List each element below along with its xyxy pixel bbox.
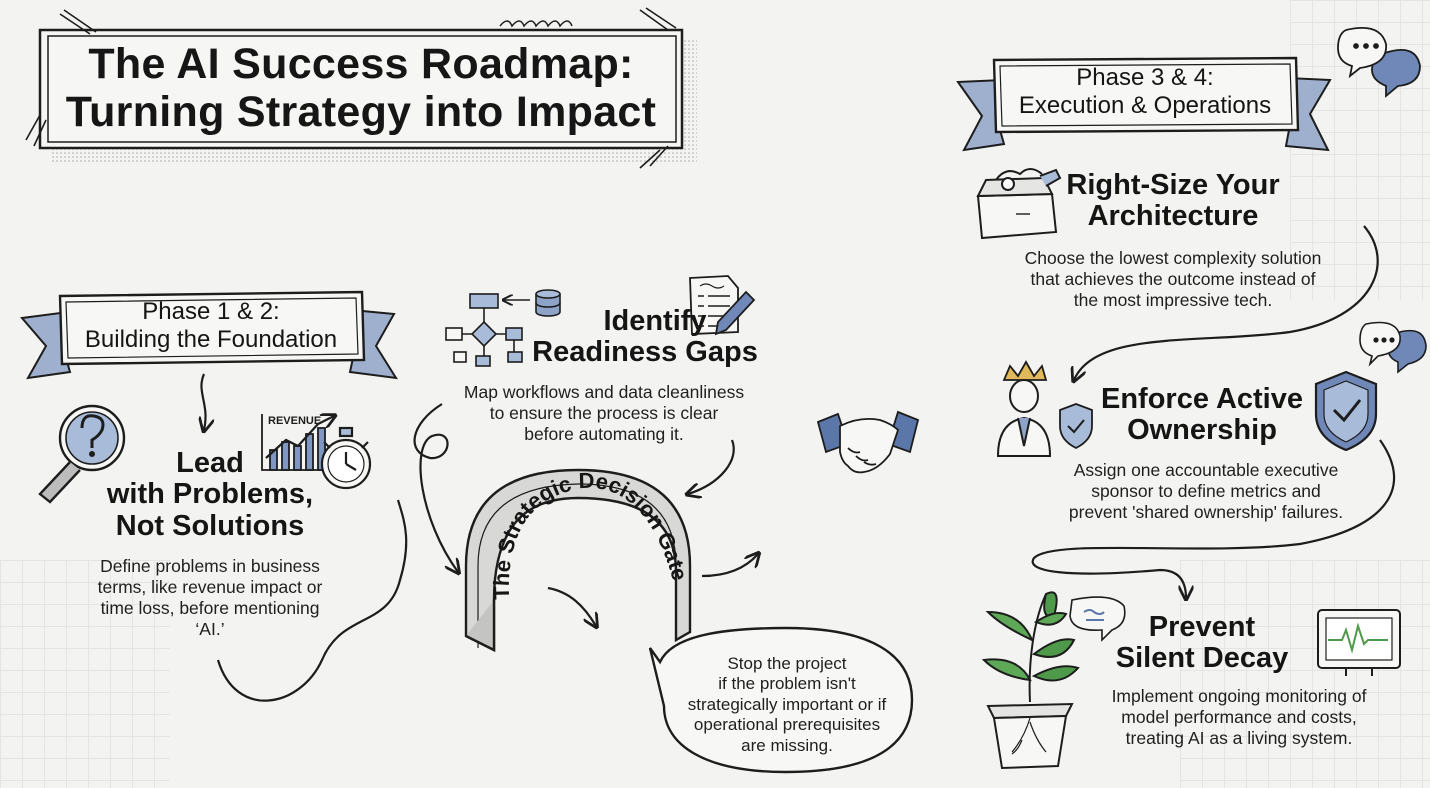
readiness-heading: Identify Readiness Gaps — [520, 305, 770, 369]
chat-bubbles-icon — [1069, 596, 1126, 642]
grid-background-patch — [0, 560, 170, 788]
gate-speech-bubble — [648, 626, 914, 774]
gate-bubble-line-5: are missing. — [741, 735, 833, 755]
readiness-heading-line-2: Readiness Gaps — [532, 336, 758, 369]
readiness-body: Map workflows and data cleanliness to en… — [436, 382, 772, 445]
ownership-heading-line-2: Ownership — [1127, 414, 1277, 447]
phase12-ribbon-text: Phase 1 & 2: Building the Foundation — [62, 298, 360, 353]
gate-bubble-text: Stop the project if the problem isn't st… — [662, 654, 912, 756]
lead-heading-line-3: Not Solutions — [115, 509, 305, 542]
readiness-heading-line-1: Identify — [603, 305, 707, 337]
phase34-ribbon-text: Phase 3 & 4: Execution & Operations — [996, 64, 1294, 119]
lead-body: Define problems in business terms, like … — [70, 556, 350, 640]
decision-gate-arch — [464, 468, 692, 652]
executive-person-icon — [996, 379, 1052, 457]
architecture-heading-line-1: Right-Size Your — [1066, 169, 1280, 201]
page-title-line-2: Turning Strategy into Impact — [65, 88, 657, 137]
phase12-ribbon — [20, 290, 398, 380]
connector-phase12-to-lead — [201, 373, 205, 430]
pen-icon — [714, 290, 756, 336]
decay-heading-line-1: Prevent — [1148, 611, 1256, 643]
connector-lead-loop — [216, 499, 408, 702]
lead-heading: Lead with Problems, Not Solutions — [90, 447, 330, 542]
lead-body-line-4: ‘AI.’ — [195, 619, 225, 639]
flowchart-icon — [445, 293, 530, 367]
ownership-body-line-2: sponsor to define metrics and — [1091, 481, 1321, 501]
decay-body-line-1: Implement ongoing monitoring of — [1111, 686, 1367, 706]
connector-gate-out — [701, 554, 758, 578]
readiness-body-line-2: to ensure the process is clear — [489, 403, 719, 423]
lead-body-line-2: terms, like revenue impact or — [97, 577, 323, 597]
architecture-body-line-2: that achieves the outcome instead of — [1030, 269, 1316, 289]
architecture-heading: Right-Size Your Architecture — [1046, 169, 1300, 233]
handshake-icon — [816, 410, 920, 474]
lead-body-line-3: time loss, before mentioning — [100, 598, 320, 618]
phase34-line-2: Execution & Operations — [1018, 91, 1272, 119]
decay-heading-line-2: Silent Decay — [1115, 642, 1289, 675]
ownership-body-line-3: prevent 'shared ownership' failures. — [1068, 502, 1344, 522]
connector-gate-inner — [547, 586, 596, 626]
connector-readiness-loop — [413, 403, 458, 572]
magnifier-question-icon — [38, 404, 126, 504]
phase12-line-2: Building the Foundation — [84, 325, 338, 353]
architecture-body-line-3: the most impressive tech. — [1073, 290, 1273, 310]
readiness-body-line-1: Map workflows and data cleanliness — [463, 382, 745, 402]
decay-body: Implement ongoing monitoring of model pe… — [1084, 686, 1394, 749]
connector-ownership-to-decay — [1031, 439, 1396, 598]
toolbox-icon — [976, 168, 1062, 240]
readiness-body-line-3: before automating it. — [524, 424, 684, 444]
shield-check-icon — [1059, 403, 1093, 450]
architecture-heading-line-2: Architecture — [1087, 200, 1259, 233]
connector-architecture-to-ownership — [1074, 225, 1379, 380]
lead-heading-line-2: with Problems, — [106, 478, 314, 511]
grid-background-patch — [1180, 560, 1430, 788]
stopwatch-icon — [320, 426, 372, 490]
shield-check-icon — [1314, 370, 1378, 452]
gate-bubble-line-4: operational prerequisites — [693, 715, 881, 735]
lead-body-line-1: Define problems in business — [100, 556, 320, 576]
ownership-body-line-1: Assign one accountable executive — [1073, 460, 1339, 480]
architecture-body-line-1: Choose the lowest complexity solution — [1024, 248, 1322, 268]
monitor-heartbeat-icon — [1317, 609, 1401, 676]
revenue-chart-icon — [261, 414, 334, 471]
flow-connectors — [201, 225, 1396, 702]
revenue-chart-label: REVENUE — [268, 415, 321, 427]
ownership-heading-line-1: Enforce Active — [1101, 383, 1303, 415]
page-title-line-1: The AI Success Roadmap: — [88, 40, 634, 88]
database-icon — [535, 289, 561, 317]
title-frame — [25, 7, 697, 169]
plant-pot-icon — [981, 591, 1080, 770]
gate-bubble-line-2: if the problem isn't — [718, 674, 856, 694]
gate-bubble-line-3: strategically important or if — [687, 694, 887, 714]
page-title: The AI Success Roadmap: Turning Strategy… — [40, 40, 682, 136]
ownership-body: Assign one accountable executive sponsor… — [1046, 460, 1366, 523]
lead-heading-line-1: Lead — [176, 447, 244, 479]
decay-body-line-2: model performance and costs, — [1121, 707, 1357, 727]
phase34-line-1: Phase 3 & 4: — [1076, 64, 1214, 91]
decay-body-line-3: treating AI as a living system. — [1125, 728, 1353, 748]
ownership-heading: Enforce Active Ownership — [1090, 383, 1314, 447]
chat-bubbles-icon — [1337, 26, 1421, 98]
decay-heading: Prevent Silent Decay — [1114, 611, 1290, 675]
phase34-ribbon — [956, 56, 1332, 152]
architecture-body: Choose the lowest complexity solution th… — [998, 248, 1348, 311]
crown-icon — [1002, 360, 1048, 381]
phase12-line-1: Phase 1 & 2: — [142, 298, 280, 325]
chat-bubbles-icon — [1359, 321, 1427, 374]
connector-readiness-to-gate — [688, 439, 735, 494]
gate-bubble-line-1: Stop the project — [727, 654, 847, 673]
